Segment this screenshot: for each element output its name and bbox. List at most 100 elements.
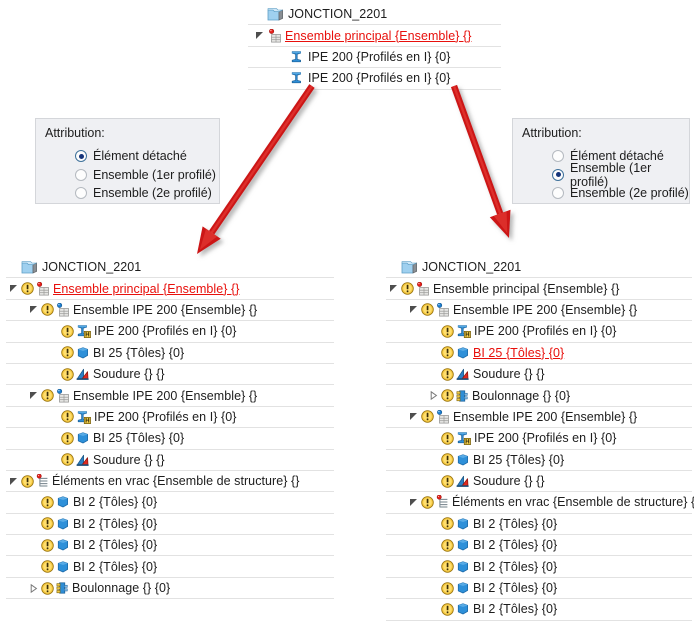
expander-expand-icon[interactable] [28,583,39,594]
plate-icon [75,431,90,445]
tree-row[interactable]: Ensemble principal {Ensemble} {} [386,278,692,300]
radio-button[interactable] [552,168,564,181]
expander-placeholder [428,518,439,529]
warning-icon [41,560,54,573]
tree-row[interactable]: Ensemble principal {Ensemble} {} [6,278,334,300]
expander-collapse-icon[interactable] [254,30,265,41]
expander-placeholder [48,433,59,444]
tree-row-label: BI 2 {Tôles} {0} [473,538,558,553]
weld-icon [455,367,470,381]
weld-icon [455,474,470,488]
attribution-option[interactable]: Élément détaché [75,147,216,166]
radio-button[interactable] [552,150,564,163]
tree-row[interactable]: Éléments en vrac {Ensemble de structure}… [386,492,694,514]
tree-row[interactable]: Éléments en vrac {Ensemble de structure}… [6,471,334,493]
tree-row[interactable]: BI 25 {Tôles} {0} [386,450,692,471]
expander-collapse-icon[interactable] [28,390,39,401]
expander-collapse-icon[interactable] [408,497,419,508]
tree-row[interactable]: Ensemble IPE 200 {Ensemble} {} [6,385,334,407]
tree-row[interactable]: JONCTION_2201 [248,4,501,26]
tree-row[interactable]: JONCTION_2201 [386,257,692,279]
folder-icon [21,260,38,275]
expander-expand-icon[interactable] [428,390,439,401]
tree-row[interactable]: BI 2 {Tôles} {0} [386,535,692,557]
tree-row[interactable]: JONCTION_2201 [6,257,334,279]
tree-row[interactable]: BI 25 {Tôles} {0} [386,343,692,364]
tree-row[interactable]: BI 2 {Tôles} {0} [386,556,692,578]
tree-row[interactable]: BI 2 {Tôles} {0} [6,514,334,536]
tree-row-label: IPE 200 {Profilés en I} {0} [474,324,617,339]
assembly-icon [55,302,70,317]
expander-collapse-icon[interactable] [28,304,39,315]
warning-icon [401,282,414,295]
tree-row[interactable]: BI 2 {Tôles} {0} [6,492,334,514]
radio-button[interactable] [75,187,87,200]
tree-row-label: BI 25 {Tôles} {0} [473,345,565,360]
expander-collapse-icon[interactable] [388,283,399,294]
bulk-elements-icon [435,495,449,509]
warning-icon [61,367,74,381]
expander-placeholder [428,476,439,487]
attribution-option[interactable]: Ensemble (1er profilé) [75,166,216,185]
tree-row[interactable]: Soudure {} {} [386,471,692,493]
tree-row[interactable]: Ensemble IPE 200 {Ensemble} {} [6,300,334,322]
tree-row[interactable]: IPE 200 {Profilés en I} {0} [248,47,501,69]
expander-collapse-icon[interactable] [8,283,19,294]
tree-row[interactable]: Soudure {} {} [6,364,334,386]
expander-placeholder [428,433,439,444]
tree-row-label: Ensemble IPE 200 {Ensemble} {} [73,302,258,317]
tree-row-label: Ensemble principal {Ensemble} {} [285,28,472,43]
warning-icon [441,560,454,573]
tree-row[interactable]: BI 25 {Tôles} {0} [6,428,334,450]
radio-button[interactable] [552,187,564,200]
svg-text:H: H [465,440,469,446]
tree-row[interactable]: Ensemble IPE 200 {Ensemble} {} [386,300,692,322]
tree-row[interactable]: BI 2 {Tôles} {0} [6,556,334,578]
warning-icon [441,389,454,402]
tree-row-label: BI 2 {Tôles} {0} [73,495,158,510]
tree-row[interactable]: BI 2 {Tôles} {0} [386,514,692,536]
bolt-icon [55,581,69,595]
warning-icon [61,432,74,445]
radio-button[interactable] [75,168,87,181]
radio-button[interactable] [75,150,87,163]
expander-placeholder [48,326,59,337]
tree-row[interactable]: Soudure {} {} [386,364,692,386]
expander-collapse-icon[interactable] [408,304,419,315]
tree-row[interactable]: BI 2 {Tôles} {0} [386,599,692,621]
expander-collapse-icon[interactable] [8,476,19,487]
tree-row[interactable]: Boulonnage {} {0} [6,578,334,600]
attribution-option[interactable]: Ensemble (2e profilé) [75,184,216,203]
attribution-option[interactable]: Ensemble (1er profilé) [552,161,689,189]
weld-icon [75,367,90,381]
tree-row-label: JONCTION_2201 [42,260,142,275]
tree-row[interactable]: IPE 200 {Profilés en I} {0} [248,68,501,90]
tree-row[interactable]: Soudure {} {} [6,450,334,471]
warning-icon [441,325,454,338]
tree-row[interactable]: Boulonnage {} {0} [386,385,692,407]
expander-collapse-icon[interactable] [408,411,419,422]
tree-row[interactable]: BI 25 {Tôles} {0} [6,343,334,364]
attribution-option[interactable]: Élément détaché [552,147,689,166]
expander-placeholder [428,369,439,380]
tree-row[interactable]: BI 2 {Tôles} {0} [386,578,692,600]
tree-row-label: Ensemble principal {Ensemble} {} [433,281,620,296]
warning-icon [441,346,454,360]
tree-row-label: JONCTION_2201 [422,260,522,275]
plate-icon [455,581,470,595]
attribution-option[interactable]: Ensemble (2e profilé) [552,184,689,203]
tree-row[interactable]: Ensemble principal {Ensemble} {} [248,25,501,47]
expander-placeholder [254,9,265,20]
tree-row[interactable]: BI 2 {Tôles} {0} [6,535,334,557]
tree-row[interactable]: Ensemble IPE 200 {Ensemble} {} [386,407,692,429]
i-beam-profile-icon [289,50,305,64]
